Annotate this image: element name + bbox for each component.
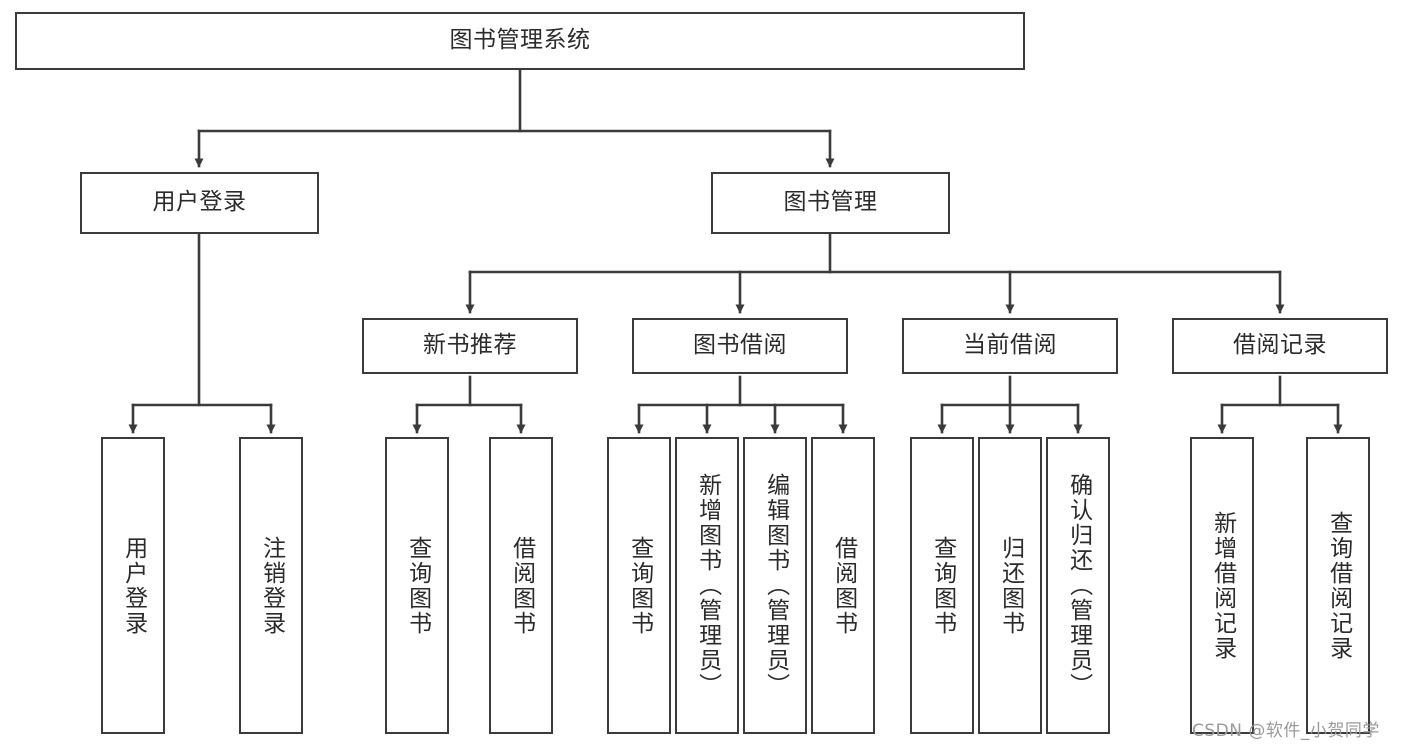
node-leaf-add-record[interactable]: 新增借阅记录: [1190, 437, 1254, 734]
node-leaf-user-login-label: 用户登录: [120, 535, 147, 636]
node-leaf-query-record-label: 查询借阅记录: [1325, 510, 1352, 661]
node-borrow-record-label: 借阅记录: [1233, 332, 1327, 359]
node-leaf-query-record[interactable]: 查询借阅记录: [1306, 437, 1370, 734]
watermark-text: CSDN @软件_小贺同学: [1192, 721, 1380, 741]
node-leaf-return-book-label: 归还图书: [997, 535, 1024, 636]
node-book-borrow-label: 图书借阅: [693, 332, 787, 359]
node-leaf-logout-login-label: 注销登录: [258, 535, 285, 636]
node-leaf-borrow-book-1[interactable]: 借阅图书: [489, 437, 553, 734]
node-leaf-edit-book-label: 编辑图书（管理员）: [762, 473, 789, 698]
node-book-manage-label: 图书管理: [783, 189, 878, 216]
node-leaf-query-book-2-label: 查询图书: [626, 535, 653, 636]
node-book-borrow[interactable]: 图书借阅: [632, 318, 848, 374]
node-leaf-user-login[interactable]: 用户登录: [101, 437, 165, 734]
node-leaf-edit-book[interactable]: 编辑图书（管理员）: [743, 437, 807, 734]
node-leaf-query-book-1-label: 查询图书: [404, 535, 431, 636]
node-leaf-logout-login[interactable]: 注销登录: [239, 437, 303, 734]
node-leaf-return-book[interactable]: 归还图书: [978, 437, 1042, 734]
node-root-label: 图书管理系统: [449, 27, 591, 54]
node-leaf-query-book-1[interactable]: 查询图书: [385, 437, 449, 734]
node-current-borrow[interactable]: 当前借阅: [902, 318, 1118, 374]
node-book-manage[interactable]: 图书管理: [711, 172, 950, 234]
node-leaf-borrow-book-1-label: 借阅图书: [508, 535, 535, 636]
node-leaf-query-book-3[interactable]: 查询图书: [910, 437, 974, 734]
node-leaf-query-book-3-label: 查询图书: [929, 535, 956, 636]
node-leaf-borrow-book-2-label: 借阅图书: [830, 535, 857, 636]
node-leaf-confirm-return-label: 确认归还（管理员）: [1065, 473, 1092, 698]
node-root[interactable]: 图书管理系统: [15, 12, 1025, 70]
node-leaf-confirm-return[interactable]: 确认归还（管理员）: [1046, 437, 1110, 734]
node-leaf-borrow-book-2[interactable]: 借阅图书: [811, 437, 875, 734]
node-user-login-label: 用户登录: [152, 189, 247, 216]
node-leaf-add-record-label: 新增借阅记录: [1209, 510, 1236, 661]
node-leaf-add-book-label: 新增图书（管理员）: [694, 473, 721, 698]
node-user-login[interactable]: 用户登录: [80, 172, 319, 234]
node-new-book-recommend[interactable]: 新书推荐: [362, 318, 578, 374]
node-borrow-record[interactable]: 借阅记录: [1172, 318, 1388, 374]
node-new-book-recommend-label: 新书推荐: [423, 332, 517, 359]
node-leaf-query-book-2[interactable]: 查询图书: [607, 437, 671, 734]
node-current-borrow-label: 当前借阅: [963, 332, 1057, 359]
node-leaf-add-book[interactable]: 新增图书（管理员）: [675, 437, 739, 734]
